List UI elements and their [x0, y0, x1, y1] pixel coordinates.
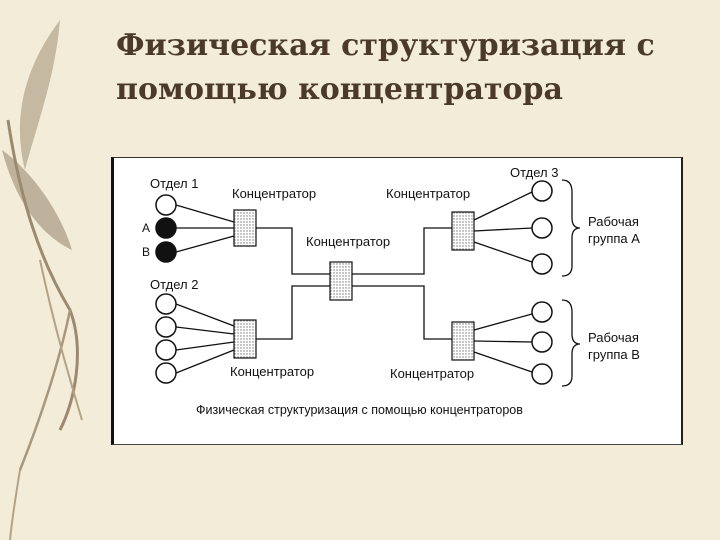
node-a-label: A	[142, 221, 150, 235]
node-b-label: B	[142, 245, 150, 259]
link-line	[473, 351, 533, 373]
hub-top-left	[233, 209, 257, 247]
link-line	[473, 227, 533, 232]
workstation-icon	[155, 339, 177, 361]
link-line	[175, 341, 235, 351]
link-line	[175, 349, 235, 374]
workstation-icon	[531, 363, 553, 385]
workstation-icon	[531, 180, 553, 202]
hub-bottom-right-label: Концентратор	[390, 366, 474, 381]
workstation-icon	[155, 316, 177, 338]
group-a-brace	[561, 179, 581, 277]
workstation-icon	[155, 194, 177, 216]
workstation-icon	[155, 362, 177, 384]
hub-top-left-label: Концентратор	[232, 186, 316, 201]
hub-center	[329, 261, 353, 301]
workstation-icon	[531, 217, 553, 239]
link-line	[473, 340, 533, 343]
link-line	[473, 241, 533, 263]
trunk-line	[352, 227, 452, 275]
link-line	[175, 326, 235, 335]
group-a-label-line1: Рабочая	[588, 214, 639, 229]
dept3-label: Отдел 3	[510, 165, 558, 180]
group-b-brace	[561, 299, 581, 387]
slide-title: Физическая структуризация с помощью конц…	[116, 28, 655, 107]
hub-top-right-label: Концентратор	[386, 186, 470, 201]
group-b-label-line2: группа В	[588, 347, 640, 362]
dept1-label: Отдел 1	[150, 176, 198, 191]
dept2-label: Отдел 2	[150, 277, 198, 292]
trunk-line	[256, 285, 330, 340]
node-b-icon	[155, 241, 177, 263]
trunk-line	[352, 285, 452, 340]
diagram-caption: Физическая структуризация с помощью конц…	[196, 403, 523, 417]
hub-center-label: Концентратор	[306, 234, 390, 249]
link-line	[175, 235, 235, 253]
link-line	[175, 204, 235, 223]
workstation-icon	[155, 293, 177, 315]
workstation-icon	[531, 301, 553, 323]
group-b-label-line1: Рабочая	[588, 330, 639, 345]
hub-bottom-left-label: Концентратор	[230, 364, 314, 379]
diagram-canvas: Отдел 1 A B Концентратор Отдел 2 Концент…	[142, 165, 640, 417]
hub-bottom-left	[233, 319, 257, 359]
hub-bottom-right	[451, 321, 475, 361]
workstation-icon	[531, 253, 553, 275]
trunk-line	[256, 227, 330, 275]
node-a-icon	[155, 217, 177, 239]
link-line	[175, 303, 235, 327]
link-line	[473, 191, 533, 221]
leaf-decoration	[2, 20, 83, 540]
network-diagram: Отдел 1 A B Концентратор Отдел 2 Концент…	[111, 157, 683, 445]
link-line	[473, 313, 533, 331]
hub-top-right	[451, 211, 475, 251]
workstation-icon	[531, 331, 553, 353]
group-a-label-line2: группа А	[588, 231, 640, 246]
